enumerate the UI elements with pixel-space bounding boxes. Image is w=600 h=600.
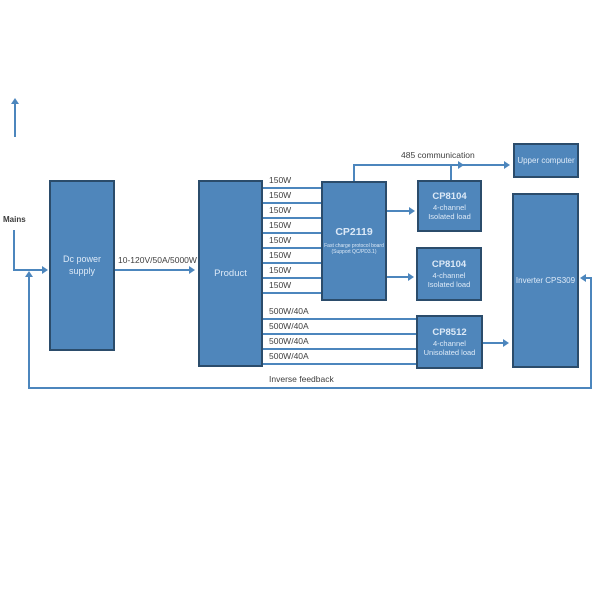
channel-150w-label: 150W <box>269 235 292 245</box>
cp2119-subtitle-2: (Support QC/PD3.1) <box>331 249 377 256</box>
inverse-feedback-line <box>28 387 592 389</box>
channel-150w-line <box>263 277 321 279</box>
cp8104-bottom-line3: Isolated load <box>427 279 471 289</box>
cp2119-title: CP2119 <box>335 226 373 239</box>
channel-500w-label: 500W/40A <box>269 336 309 346</box>
cp2119-485-riser <box>353 164 355 181</box>
communication-label: 485 communication <box>401 150 475 160</box>
cp8512-to-inverter-arrowhead <box>503 339 509 347</box>
block-cp8104-top: CP8104 4-channel Isolated load <box>417 180 482 232</box>
feedback-up-arrowhead <box>25 271 33 277</box>
cp2119-subtitle-1: Fast charge protocol board <box>324 242 384 249</box>
block-dc-power-supply: Dc power supply <box>49 180 115 351</box>
channel-150w-line <box>263 202 321 204</box>
upper-computer-label: Upper computer <box>517 155 575 165</box>
channel-150w-line <box>263 247 321 249</box>
channel-150w-label: 150W <box>269 280 292 290</box>
channel-150w-line <box>263 262 321 264</box>
cp8104-top-line2: 4-channel <box>433 202 466 212</box>
mains-up-arrowhead <box>11 98 19 104</box>
mains-drop-line <box>13 230 15 271</box>
mains-up-line <box>14 103 16 137</box>
cp8104-top-title: CP8104 <box>432 190 467 202</box>
dc-output-label: 10-120V/50A/5000W <box>118 255 197 265</box>
channel-150w-label: 150W <box>269 250 292 260</box>
block-product: Product <box>198 180 263 367</box>
channel-500w-line <box>263 333 416 335</box>
feedback-right-riser <box>590 277 592 389</box>
block-upper-computer: Upper computer <box>513 143 579 178</box>
cp8512-title: CP8512 <box>432 326 467 338</box>
cp8104-bottom-line2: 4-channel <box>432 270 466 280</box>
mains-label: Mains <box>3 215 26 224</box>
cp2119-to-cp8104-top-arrowhead <box>409 207 415 215</box>
cp8512-line2: 4-channel <box>433 338 466 348</box>
dc-power-supply-label: Dc power supply <box>62 254 101 276</box>
mains-to-dc-arrowhead <box>42 266 48 274</box>
cp8104-top-line3: Isolated load <box>428 211 471 221</box>
communication-end-arrowhead <box>504 161 510 169</box>
inverter-right-arrowhead <box>580 274 586 282</box>
block-cp8512: CP8512 4-channel Unisolated load <box>416 315 483 369</box>
cp2119-to-cp8104-bottom-line <box>387 276 408 278</box>
communication-mid-arrowhead <box>458 161 464 169</box>
cp8512-to-inverter-line <box>483 342 503 344</box>
dc-to-product-arrowhead <box>189 266 195 274</box>
channel-500w-label: 500W/40A <box>269 351 309 361</box>
product-label: Product <box>214 267 247 279</box>
channel-500w-line <box>263 318 416 320</box>
channel-500w-line <box>263 363 416 365</box>
feedback-left-line <box>28 276 30 389</box>
channel-150w-line <box>263 187 321 189</box>
channel-500w-label: 500W/40A <box>269 306 309 316</box>
communication-485-line <box>353 164 504 166</box>
channel-150w-label: 150W <box>269 190 292 200</box>
channel-150w-line <box>263 292 321 294</box>
cp8104-bottom-title: CP8104 <box>431 258 467 270</box>
inverter-label: Inverter CPS309 <box>515 275 576 285</box>
channel-150w-label: 150W <box>269 175 292 185</box>
mains-to-dc-line <box>13 269 42 271</box>
channel-150w-label: 150W <box>269 220 292 230</box>
channel-500w-line <box>263 348 416 350</box>
channel-150w-line <box>263 232 321 234</box>
inverse-feedback-label: Inverse feedback <box>269 374 334 384</box>
communication-drop-cp8104 <box>450 166 452 180</box>
inverter-right-line <box>586 277 592 279</box>
channel-150w-label: 150W <box>269 205 292 215</box>
cp2119-to-cp8104-top-line <box>387 210 409 212</box>
dc-to-product-line <box>115 269 190 271</box>
block-cp2119: CP2119 Fast charge protocol board (Suppo… <box>321 181 387 301</box>
channel-150w-line <box>263 217 321 219</box>
channel-500w-label: 500W/40A <box>269 321 309 331</box>
block-cp8104-bottom: CP8104 4-channel Isolated load <box>416 247 482 301</box>
channel-150w-label: 150W <box>269 265 292 275</box>
cp8512-line3: Unisolated load <box>423 347 476 357</box>
cp2119-to-cp8104-bottom-arrowhead <box>408 273 414 281</box>
block-inverter: Inverter CPS309 <box>512 193 579 368</box>
